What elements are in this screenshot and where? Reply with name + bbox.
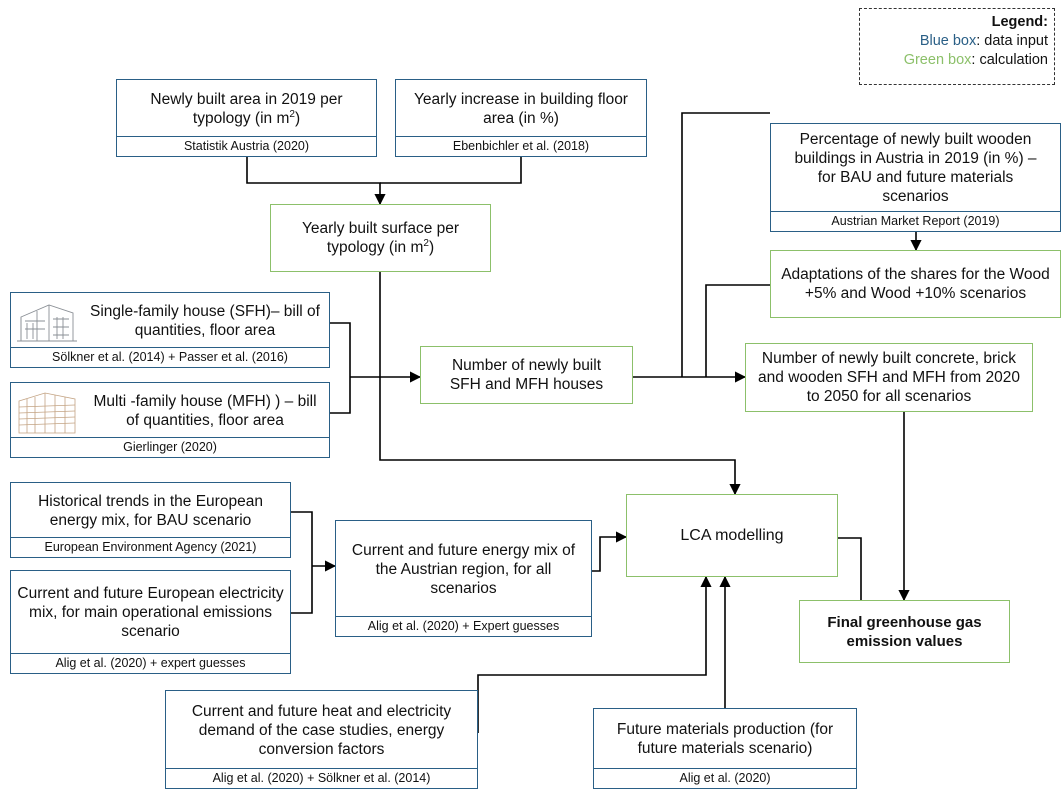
mfh-source: Gierlinger (2020) bbox=[11, 437, 329, 457]
legend: Legend: Blue box: data input Green box: … bbox=[859, 8, 1055, 85]
legend-blue-word: Blue box bbox=[919, 33, 977, 49]
newly-built-area-text-a: Newly built area in 2019 per typology (i… bbox=[150, 90, 343, 127]
historical-trends-text: Historical trends in the European energy… bbox=[38, 492, 263, 529]
electricity-mix-text: Current and future European electricity … bbox=[17, 585, 284, 640]
connector-sfh-bracket bbox=[330, 322, 351, 414]
final-ghg-box: Final greenhouse gas emission values bbox=[799, 600, 1010, 663]
connector-austria-to-lca bbox=[592, 531, 628, 572]
heat-demand-source: Alig et al. (2020) + Sölkner et al. (201… bbox=[166, 768, 477, 788]
legend-green: Green box: calculation bbox=[860, 51, 1048, 70]
connector-to-percentage bbox=[681, 112, 770, 377]
percentage-wooden-source: Austrian Market Report (2019) bbox=[771, 211, 1060, 231]
newly-built-area-box: Newly built area in 2019 per typology (i… bbox=[116, 79, 377, 157]
connector-to-adaptations bbox=[705, 284, 770, 377]
lca-modelling-text: LCA modelling bbox=[680, 527, 784, 544]
energy-mix-austria-text: Current and future energy mix of the Aus… bbox=[351, 541, 576, 597]
mfh-building-icon bbox=[18, 392, 76, 434]
sfh-building-icon bbox=[17, 304, 77, 342]
adaptations-text: Adaptations of the shares for the Wood +… bbox=[781, 266, 1050, 302]
newly-built-area-text: Newly built area in 2019 per typology (i… bbox=[117, 80, 376, 137]
percentage-wooden-box: Percentage of newly built wooden buildin… bbox=[770, 123, 1061, 232]
electricity-mix-box: Current and future European electricity … bbox=[10, 570, 291, 674]
newly-built-area-text-b: ) bbox=[294, 109, 301, 127]
future-materials-source: Alig et al. (2020) bbox=[594, 768, 856, 788]
number-newly-built-text: Number of newly built SFH and MFH houses bbox=[449, 357, 604, 393]
energy-mix-austria-source: Alig et al. (2020) + Expert guesses bbox=[336, 616, 591, 636]
yearly-built-surface-text: Yearly built surface per typology (in m2… bbox=[271, 205, 490, 271]
legend-green-rest: : calculation bbox=[971, 52, 1048, 68]
yearly-increase-box: Yearly increase in building floor area (… bbox=[395, 79, 647, 157]
adaptations-box: Adaptations of the shares for the Wood +… bbox=[770, 250, 1061, 318]
electricity-mix-source: Alig et al. (2020) + expert guesses bbox=[11, 653, 290, 673]
yearly-increase-source: Ebenbichler et al. (2018) bbox=[396, 136, 646, 156]
newly-built-area-sup: 2 bbox=[289, 108, 295, 120]
connector-energy-bracket bbox=[291, 511, 313, 614]
connector-area-to-surface bbox=[246, 157, 386, 206]
number-by-material-box: Number of newly built concrete, brick an… bbox=[745, 343, 1033, 412]
connector-junction-to-lca bbox=[379, 377, 741, 496]
final-ghg-text: Final greenhouse gas emission values bbox=[827, 613, 982, 650]
sfh-text: Single-family house (SFH)– bill of quant… bbox=[89, 302, 320, 339]
yearly-built-surface-box: Yearly built surface per typology (in m2… bbox=[270, 204, 491, 272]
future-materials-text: Future materials production (for future … bbox=[616, 721, 834, 757]
connector-increase-to-surface bbox=[380, 157, 522, 184]
yearly-increase-text: Yearly increase in building floor area (… bbox=[414, 90, 628, 127]
number-newly-built-box: Number of newly built SFH and MFH houses bbox=[420, 346, 633, 404]
legend-blue-rest: : data input bbox=[976, 33, 1048, 49]
heat-demand-text: Current and future heat and electricity … bbox=[191, 702, 452, 758]
newly-built-area-source: Statistik Austria (2020) bbox=[117, 136, 376, 156]
legend-title: Legend: bbox=[991, 14, 1048, 30]
lca-modelling-box: LCA modelling bbox=[626, 494, 838, 577]
yearly-built-surface-sup: 2 bbox=[423, 237, 429, 249]
yearly-built-surface-text-a: Yearly built surface per typology (in m bbox=[301, 220, 460, 256]
energy-mix-austria-box: Current and future energy mix of the Aus… bbox=[335, 520, 592, 637]
connector-heat-to-lca bbox=[477, 575, 712, 733]
connector-lca-to-ghg bbox=[838, 537, 862, 600]
sfh-box: Single-family house (SFH)– bill of quant… bbox=[10, 292, 330, 368]
percentage-wooden-text: Percentage of newly built wooden buildin… bbox=[794, 131, 1037, 205]
legend-green-word: Green box bbox=[903, 52, 972, 68]
number-by-material-text: Number of newly built concrete, brick an… bbox=[758, 350, 1020, 405]
yearly-built-surface-text-b: ) bbox=[428, 239, 435, 256]
legend-blue: Blue box: data input bbox=[860, 32, 1048, 51]
mfh-text: Multi -family house (MFH) ) – bill of qu… bbox=[93, 392, 317, 429]
historical-trends-source: European Environment Agency (2021) bbox=[11, 537, 290, 557]
future-materials-box: Future materials production (for future … bbox=[593, 708, 857, 789]
heat-demand-box: Current and future heat and electricity … bbox=[165, 690, 478, 789]
mfh-box: Multi -family house (MFH) ) – bill of qu… bbox=[10, 382, 330, 458]
historical-trends-box: Historical trends in the European energy… bbox=[10, 482, 291, 558]
sfh-source: Sölkner et al. (2014) + Passer et al. (2… bbox=[11, 347, 329, 367]
